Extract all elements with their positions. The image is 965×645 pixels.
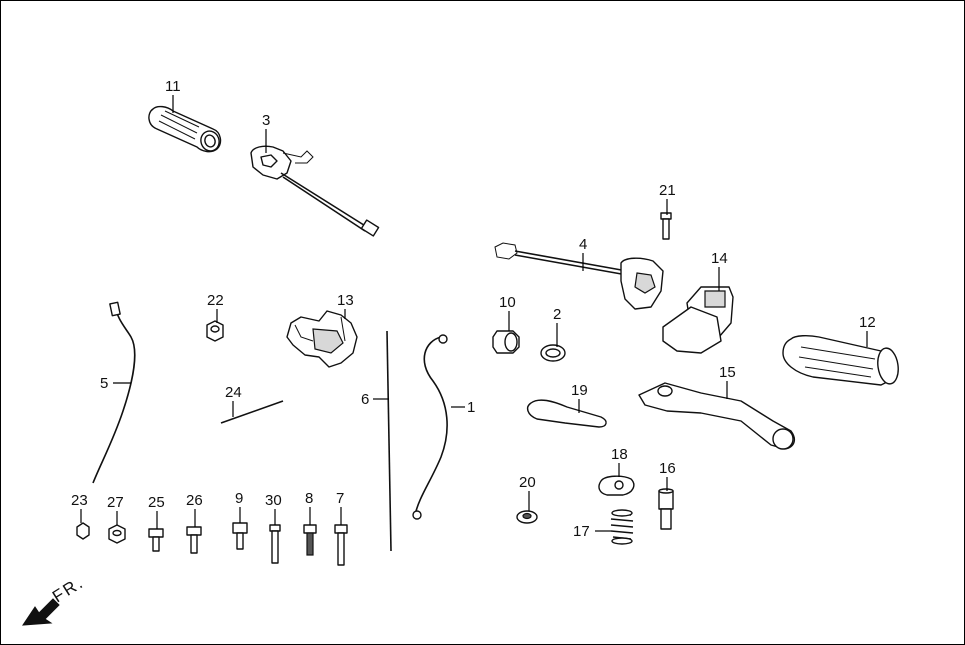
callout-4: 4: [579, 236, 587, 253]
part-26-bolt: [186, 526, 202, 554]
callout-24: 24: [225, 384, 242, 401]
callout-12: 12: [859, 314, 876, 331]
part-14-master-cylinder: [662, 286, 734, 354]
part-20-grommet: [516, 510, 538, 524]
leader-lines: [80, 95, 868, 532]
callout-7: 7: [336, 490, 344, 507]
part-27-nut: [108, 524, 126, 544]
callout-20: 20: [519, 474, 536, 491]
callout-5: 5: [100, 375, 108, 392]
part-8-bolt: [303, 524, 317, 556]
callout-3: 3: [262, 112, 270, 129]
callout-15: 15: [719, 364, 736, 381]
part-25-bolt: [148, 528, 164, 552]
part-5-cable: [92, 301, 136, 484]
part-13-bracket: [286, 310, 358, 368]
callout-16: 16: [659, 460, 676, 477]
part-9-bolt: [232, 522, 248, 550]
callout-18: 18: [611, 446, 628, 463]
part-4-switch-housing: [494, 242, 664, 310]
part-23-nut: [76, 522, 90, 540]
part-18-gasket: [598, 475, 635, 496]
part-21-screw: [660, 212, 672, 240]
front-direction-marker: FR.: [22, 573, 87, 626]
callout-27: 27: [107, 494, 124, 511]
part-1-brake-hose: [412, 334, 448, 520]
part-24-rod: [220, 400, 284, 424]
part-30-bolt: [269, 524, 281, 564]
part-19-lever: [526, 399, 607, 428]
callout-22: 22: [207, 292, 224, 309]
part-16-fitting: [658, 488, 674, 530]
part-11-left-grip: [148, 105, 222, 153]
callout-6: 6: [361, 391, 369, 408]
part-15-brake-lever: [638, 382, 796, 450]
callout-11: 11: [165, 78, 181, 95]
part-7-bolt: [334, 524, 348, 566]
part-10-bushing: [492, 330, 520, 354]
part-22-nut: [206, 320, 224, 342]
callout-19: 19: [571, 382, 588, 399]
callout-14: 14: [711, 250, 728, 267]
callout-8: 8: [305, 490, 313, 507]
callout-13: 13: [337, 292, 354, 309]
callout-23: 23: [71, 492, 88, 509]
callout-2: 2: [553, 306, 561, 323]
callout-9: 9: [235, 490, 243, 507]
callout-17: 17: [573, 523, 590, 540]
part-6-long-rod: [386, 330, 392, 552]
callout-26: 26: [186, 492, 203, 509]
callout-30: 30: [265, 492, 282, 509]
arrow-down-left-icon: [22, 598, 60, 626]
part-12-right-grip: [782, 334, 899, 386]
callout-10: 10: [499, 294, 516, 311]
part-17-spring: [610, 509, 634, 545]
callout-25: 25: [148, 494, 165, 511]
callout-21: 21: [659, 182, 676, 199]
part-3-throttle-housing: [250, 145, 380, 237]
callout-1: 1: [467, 399, 475, 416]
part-2-clamp-ring: [540, 344, 566, 362]
front-direction-label: FR.: [49, 573, 87, 607]
